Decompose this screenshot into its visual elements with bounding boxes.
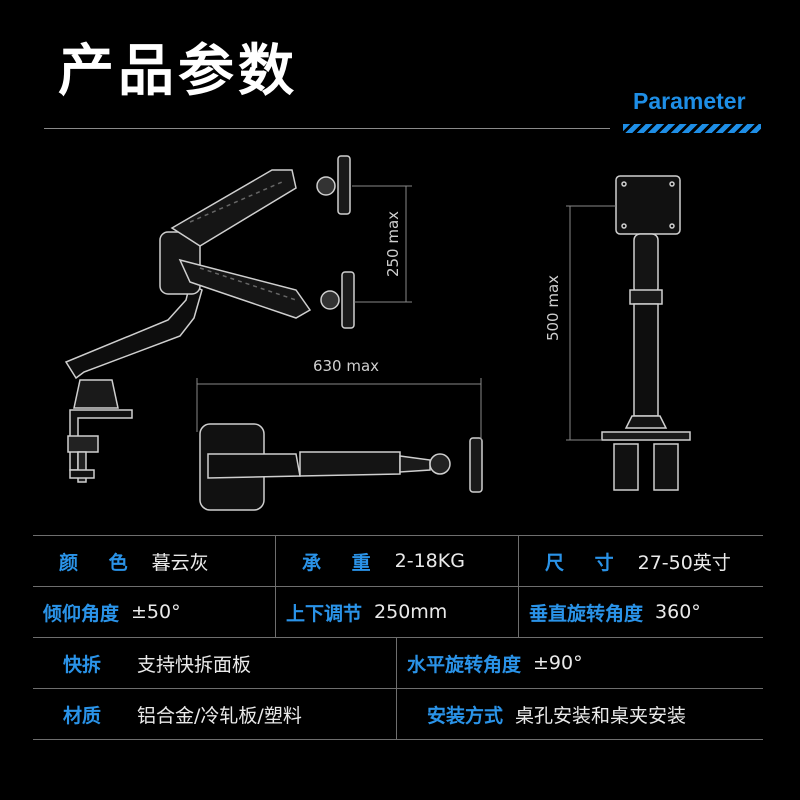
spec-row: 倾仰角度 ±50° 上下调节 250mm 垂直旋转角度 360° — [33, 586, 763, 637]
spec-label: 垂直旋转角度 — [529, 602, 644, 625]
spec-value: 360° — [655, 601, 701, 623]
stripe-decoration — [623, 124, 761, 133]
spec-cell: 水平旋转角度 ±90° — [397, 638, 763, 688]
spec-cell: 颜 色 暮云灰 — [33, 536, 276, 586]
spec-label: 颜 色 — [59, 551, 140, 574]
monitor-arm-side-view — [64, 155, 355, 483]
spec-value: 250mm — [374, 601, 448, 623]
spec-value: 27-50英寸 — [637, 551, 731, 574]
spec-value: 支持快拆面板 — [137, 653, 252, 676]
spec-cell: 安装方式 桌孔安装和桌夹安装 — [397, 689, 763, 739]
product-diagram: 250 max 630 max 500 max — [64, 155, 691, 511]
spec-label: 快拆 — [63, 653, 102, 676]
spec-cell: 垂直旋转角度 360° — [519, 587, 763, 637]
pole-height-label: 500 max — [544, 275, 562, 341]
parameter-label: Parameter — [633, 88, 746, 114]
title-divider — [44, 128, 610, 129]
spec-row: 材质 铝合金/冷轧板/塑料 安装方式 桌孔安装和桌夹安装 — [33, 688, 763, 740]
spec-label: 倾仰角度 — [43, 602, 120, 625]
page-title: 产品参数 — [58, 39, 298, 104]
pole-dimension-lines — [566, 205, 616, 441]
reach-dimension-lines — [196, 378, 482, 440]
spec-cell: 倾仰角度 ±50° — [33, 587, 276, 637]
spec-value: 2-18KG — [394, 550, 465, 572]
spec-label: 上下调节 — [286, 602, 363, 625]
spec-cell: 快拆 支持快拆面板 — [33, 638, 397, 688]
spec-value: ±90° — [533, 652, 583, 674]
spec-value: 桌孔安装和桌夹安装 — [515, 704, 687, 727]
spec-cell: 承 重 2-18KG — [276, 536, 519, 586]
height-dimension-lines — [352, 185, 412, 303]
spec-label: 承 重 — [302, 551, 383, 574]
spec-label: 安装方式 — [427, 704, 504, 727]
spec-table: 颜 色 暮云灰 承 重 2-18KG 尺 寸 27-50英寸 倾仰角度 ±50°… — [33, 535, 763, 740]
spec-row: 颜 色 暮云灰 承 重 2-18KG 尺 寸 27-50英寸 — [33, 535, 763, 586]
spec-label: 尺 寸 — [545, 551, 626, 574]
spec-value: 铝合金/冷轧板/塑料 — [137, 704, 302, 727]
monitor-arm-top-view — [199, 423, 483, 511]
reach-label: 630 max — [313, 357, 379, 375]
spec-label: 材质 — [63, 704, 102, 727]
spec-cell: 材质 铝合金/冷轧板/塑料 — [33, 689, 397, 739]
height-range-label: 250 max — [384, 211, 402, 277]
monitor-arm-front-view — [601, 175, 691, 491]
spec-label: 水平旋转角度 — [407, 653, 522, 676]
spec-value: 暮云灰 — [151, 551, 209, 574]
spec-cell: 尺 寸 27-50英寸 — [519, 536, 763, 586]
spec-row: 快拆 支持快拆面板 水平旋转角度 ±90° — [33, 637, 763, 688]
spec-cell: 上下调节 250mm — [276, 587, 519, 637]
spec-value: ±50° — [131, 601, 181, 623]
